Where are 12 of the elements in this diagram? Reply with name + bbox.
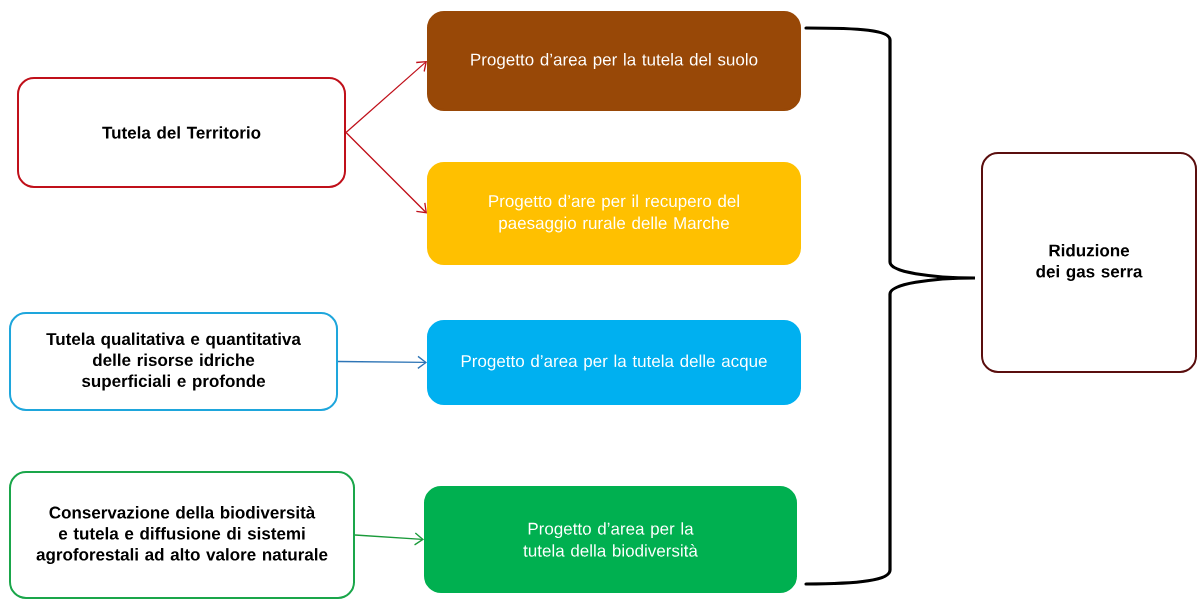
arrow: [345, 61, 427, 134]
arrow: [354, 532, 424, 546]
project-box: Progetto d’area per la tutela del suolo: [427, 11, 801, 111]
project-box: Progetto d’area per la tutela delle acque: [427, 320, 801, 405]
result-box: Riduzione dei gas serra: [981, 152, 1197, 373]
project-box: Progetto d’are per il recupero del paesaggio rurale delle Marche: [427, 162, 801, 265]
text-box: Tutela del Territorio: [17, 77, 346, 188]
text-box: Tutela qualitativa e quantitativa delle risorse idriche superficiali e profonde: [9, 312, 338, 411]
project-box: Progetto d’area per la tutela della biodiversità: [424, 486, 797, 593]
arrow: [345, 131, 427, 214]
text-box: Conservazione della biodiversità e tutela e diffusione di sistemi agroforestali ad alto valore naturale: [9, 471, 355, 599]
arrow: [337, 355, 427, 370]
